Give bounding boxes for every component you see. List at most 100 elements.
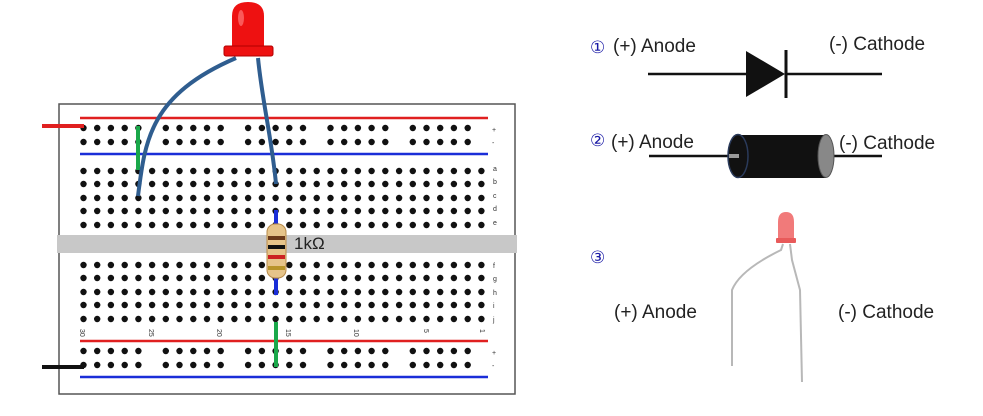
symbol-3-number: ③ (590, 248, 605, 267)
led-photo-rim (776, 238, 796, 243)
breadboard-hole (135, 261, 142, 269)
led-dome (232, 2, 264, 48)
breadboard-hole (80, 301, 87, 309)
breadboard-hole (341, 207, 348, 215)
led-photo-group: ③ (+) Anode (-) Cathode (590, 212, 934, 383)
breadboard-hole (327, 194, 334, 202)
rail-hole (107, 347, 115, 355)
breadboard-hole (409, 221, 416, 229)
breadboard-hole (341, 167, 348, 175)
breadboard-hole (231, 207, 238, 215)
breadboard-hole (94, 180, 101, 188)
breadboard-hole (327, 261, 334, 269)
symbol-2-anode-label: (+) Anode (611, 132, 694, 153)
breadboard-hole (299, 261, 307, 269)
rail-hole (464, 124, 471, 132)
breadboard-hole (437, 180, 444, 188)
rail-hole (258, 124, 266, 132)
resistor-band-1 (268, 236, 285, 240)
breadboard-hole (94, 301, 101, 309)
rail-hole (217, 347, 224, 355)
breadboard-hole (135, 207, 142, 215)
breadboard-hole (327, 301, 334, 309)
breadboard-hole (107, 288, 115, 296)
breadboard-hole (423, 301, 430, 309)
symbol-1-number: ① (590, 38, 605, 57)
rail-hole (409, 361, 416, 369)
breadboard-hole (478, 261, 485, 269)
symbol-1-anode-label: (+) Anode (613, 36, 696, 57)
breadboard-holes (80, 124, 485, 369)
breadboard-hole (409, 194, 416, 202)
rail-hole (176, 124, 183, 132)
breadboard-hole (478, 288, 485, 296)
breadboard-hole (244, 207, 252, 215)
breadboard-hole (244, 261, 252, 269)
breadboard-hole (478, 221, 485, 229)
rail-hole (354, 124, 362, 132)
breadboard-hole (190, 221, 197, 229)
breadboard-hole (286, 301, 293, 309)
breadboard-hole (94, 274, 101, 282)
breadboard-hole (217, 274, 224, 282)
breadboard-hole (313, 261, 320, 269)
breadboard-hole (190, 288, 197, 296)
rail-hole (162, 138, 169, 146)
column-number-1: 1 (478, 329, 485, 333)
breadboard-hole (80, 221, 87, 229)
breadboard-hole (478, 207, 485, 215)
column-number-5: 5 (422, 329, 429, 333)
breadboard-hole (190, 167, 197, 175)
breadboard-hole (382, 288, 389, 296)
breadboard-hole (94, 288, 101, 296)
breadboard-hole (395, 207, 403, 215)
row-letter-a: a (493, 166, 497, 173)
rail-hole (354, 361, 362, 369)
breadboard-hole (464, 274, 471, 282)
rail-hole (299, 138, 307, 146)
breadboard-hole (258, 315, 266, 323)
breadboard-hole (121, 261, 128, 269)
breadboard-hole (368, 180, 375, 188)
breadboard-hole (272, 315, 279, 323)
breadboard-hole (450, 315, 458, 323)
rail-hole (341, 361, 348, 369)
breadboard-hole (244, 194, 252, 202)
rail-hole (382, 124, 389, 132)
breadboard-hole (231, 261, 238, 269)
breadboard-hole (327, 167, 334, 175)
breadboard-hole (368, 261, 375, 269)
diode-body-cylinder (738, 135, 826, 178)
breadboard-hole (217, 180, 224, 188)
breadboard-hole (423, 288, 430, 296)
breadboard-hole (80, 288, 87, 296)
breadboard: + - + - a b c d e f g h i j 30 25 20 15 … (57, 103, 517, 395)
rail-hole (409, 124, 416, 132)
rail-hole (368, 124, 375, 132)
breadboard-hole (409, 180, 416, 188)
breadboard-hole (148, 288, 156, 296)
breadboard-hole (107, 301, 115, 309)
breadboard-hole (368, 221, 375, 229)
breadboard-hole (437, 261, 444, 269)
breadboard-hole (80, 315, 87, 323)
breadboard-hole (148, 194, 156, 202)
rail-hole (107, 138, 115, 146)
rail-hole (464, 347, 471, 355)
breadboard-hole (203, 167, 211, 175)
breadboard-hole (327, 274, 334, 282)
breadboard-hole (450, 261, 458, 269)
rail-hole (341, 347, 348, 355)
rail-hole (121, 361, 128, 369)
rail-hole (354, 138, 362, 146)
rail-hole (244, 124, 252, 132)
breadboard-hole (135, 194, 142, 202)
breadboard-hole (286, 261, 293, 269)
breadboard-hole (190, 207, 197, 215)
breadboard-hole (121, 315, 128, 323)
breadboard-hole (107, 221, 115, 229)
breadboard-hole (80, 194, 87, 202)
symbol-3-anode-label: (+) Anode (614, 302, 697, 323)
rail-hole (121, 347, 128, 355)
